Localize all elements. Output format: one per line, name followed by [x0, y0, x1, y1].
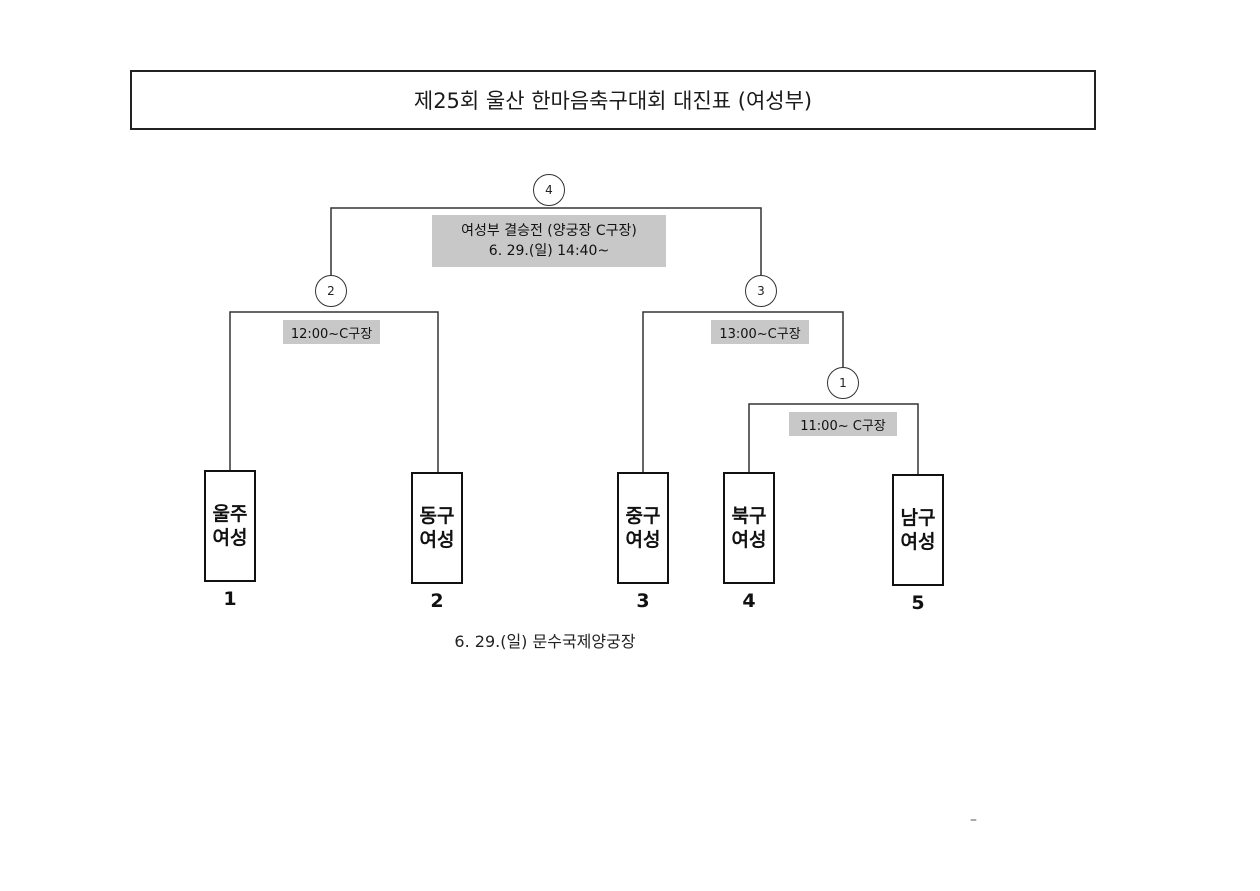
match-4-circle: 4	[533, 174, 565, 206]
team-box-namgu: 남구 여성	[892, 474, 944, 586]
match-1-time-label: 11:00~ C구장	[789, 412, 897, 436]
bracket-title: 제25회 울산 한마음축구대회 대진표 (여성부)	[130, 70, 1096, 130]
match-3-connector	[642, 311, 844, 472]
match-2-circle: 2	[315, 275, 347, 307]
final-connector	[330, 207, 762, 289]
team-name: 울주	[212, 503, 248, 525]
team-category: 여성	[625, 529, 661, 551]
seed-number: 5	[911, 592, 925, 614]
final-match-label: 여성부 결승전 (양궁장 C구장) 6. 29.(일) 14:40~	[432, 215, 666, 267]
team-box-ulju: 울주 여성	[204, 470, 256, 582]
team-category: 여성	[419, 529, 455, 551]
match-1-circle: 1	[827, 367, 859, 399]
team-name: 중구	[625, 505, 661, 527]
seed-number: 2	[430, 590, 444, 612]
team-category: 여성	[212, 527, 248, 549]
team-box-junggu: 중구 여성	[617, 472, 669, 584]
match-2-time-label: 12:00~C구장	[283, 320, 380, 344]
team-box-donggu: 동구 여성	[411, 472, 463, 584]
seed-number: 3	[636, 590, 650, 612]
team-name: 남구	[900, 507, 936, 529]
venue-date-footer: 6. 29.(일) 문수국제양궁장	[454, 632, 636, 651]
team-name: 동구	[419, 505, 455, 527]
seed-number: 4	[742, 590, 756, 612]
team-category: 여성	[731, 529, 767, 551]
match-2-connector	[229, 311, 439, 472]
final-match-title: 여성부 결승전 (양궁장 C구장)	[461, 223, 637, 239]
match-1-connector	[748, 403, 919, 474]
final-match-datetime: 6. 29.(일) 14:40~	[488, 243, 610, 259]
team-name: 북구	[731, 505, 767, 527]
seed-number: 1	[223, 588, 237, 610]
match-3-circle: 3	[745, 275, 777, 307]
team-category: 여성	[900, 531, 936, 553]
corner-mark: –	[970, 812, 977, 828]
team-box-bukgu: 북구 여성	[723, 472, 775, 584]
match-3-time-label: 13:00~C구장	[711, 320, 809, 344]
